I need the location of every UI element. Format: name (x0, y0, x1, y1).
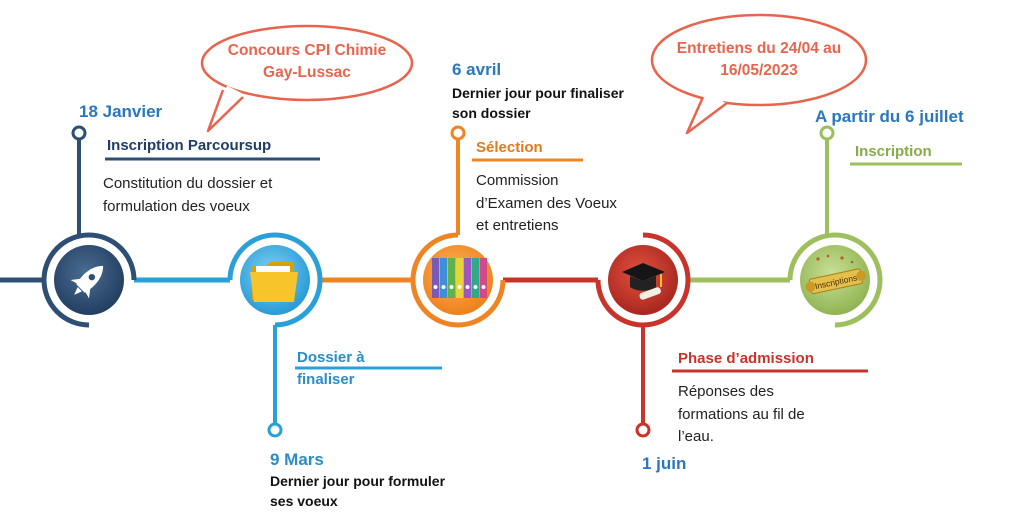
step-3-desc-line-2: d’Examen des Voeux (476, 194, 617, 212)
step-1-desc-line-1: Constitution du dossier et (103, 175, 273, 192)
step-1-heading: Inscription Parcoursup (107, 137, 272, 154)
binders-icon (432, 258, 487, 298)
step-2-node (227, 232, 323, 438)
bubble-1-line-2: Gay-Lussac (263, 63, 351, 81)
step-5-heading: Inscription (855, 143, 932, 160)
step-4-desc-line-2: formations au fil de (678, 405, 805, 423)
step-5-node: Inscriptions (787, 125, 883, 328)
step-1-node (41, 125, 137, 328)
step-3-description: Commission d’Examen des Voeux et entreti… (476, 170, 617, 238)
step-1-description: Constitution du dossier et formulation d… (103, 173, 272, 218)
step-2-note-line-1: Dernier jour pour formuler (270, 473, 446, 489)
bubble-2-text: Entretiens du 24/04 au 16/05/2023 (653, 38, 865, 81)
rocket-icon (70, 265, 104, 299)
step-5-date: A partir du 6 juillet (815, 107, 964, 126)
step-4-desc-line-1: Réponses des (678, 383, 774, 400)
step-4-date: 1 juin (642, 454, 687, 473)
step-4-description: Réponses des formations au fil de l’eau. (678, 381, 805, 449)
step-3-date: 6 avril (452, 60, 502, 79)
bubble-1-text: Concours CPI Chimie Gay-Lussac (207, 40, 407, 83)
bubble-2-line-2: 16/05/2023 (720, 61, 798, 79)
step-3-note: Dernier jour pour finaliser son dossier (452, 83, 624, 124)
bubble-2-line-1: Entretiens du 24/04 au (676, 40, 842, 57)
step-4-node (595, 232, 691, 438)
heading-underlines (105, 157, 962, 373)
speech-bubble-1-shape (200, 24, 414, 133)
speech-bubble-2-shape (650, 13, 868, 135)
step-3-note-line-1: Dernier jour pour finaliser (452, 85, 624, 101)
step-2-date: 9 Mars (270, 450, 324, 469)
graduation-cap-icon (622, 263, 665, 300)
step-2-heading: Dossier à finaliser (297, 347, 365, 391)
folder-icon (250, 262, 298, 302)
step-2-heading-line-1: Dossier à (297, 349, 365, 366)
step-2-heading-line-2: finaliser (297, 370, 355, 388)
step-3-note-line-2: son dossier (452, 105, 531, 122)
step-1-date: 18 Janvier (79, 102, 163, 121)
step-4-heading: Phase d’admission (678, 350, 814, 367)
step-2-note-line-2: ses voeux (270, 493, 338, 510)
step-2-note: Dernier jour pour formuler ses voeux (270, 471, 445, 512)
step-3-desc-line-3: et entretiens (476, 217, 559, 234)
step-3-node (410, 125, 506, 328)
step-1-desc-line-2: formulation des voeux (103, 197, 250, 215)
step-3-heading: Sélection (476, 139, 543, 156)
step-4-desc-line-3: l’eau. (678, 428, 714, 445)
step-3-desc-line-1: Commission (476, 172, 559, 189)
inscriptions-scroll-icon: Inscriptions (805, 254, 867, 295)
bubble-1-line-1: Concours CPI Chimie (227, 42, 387, 59)
